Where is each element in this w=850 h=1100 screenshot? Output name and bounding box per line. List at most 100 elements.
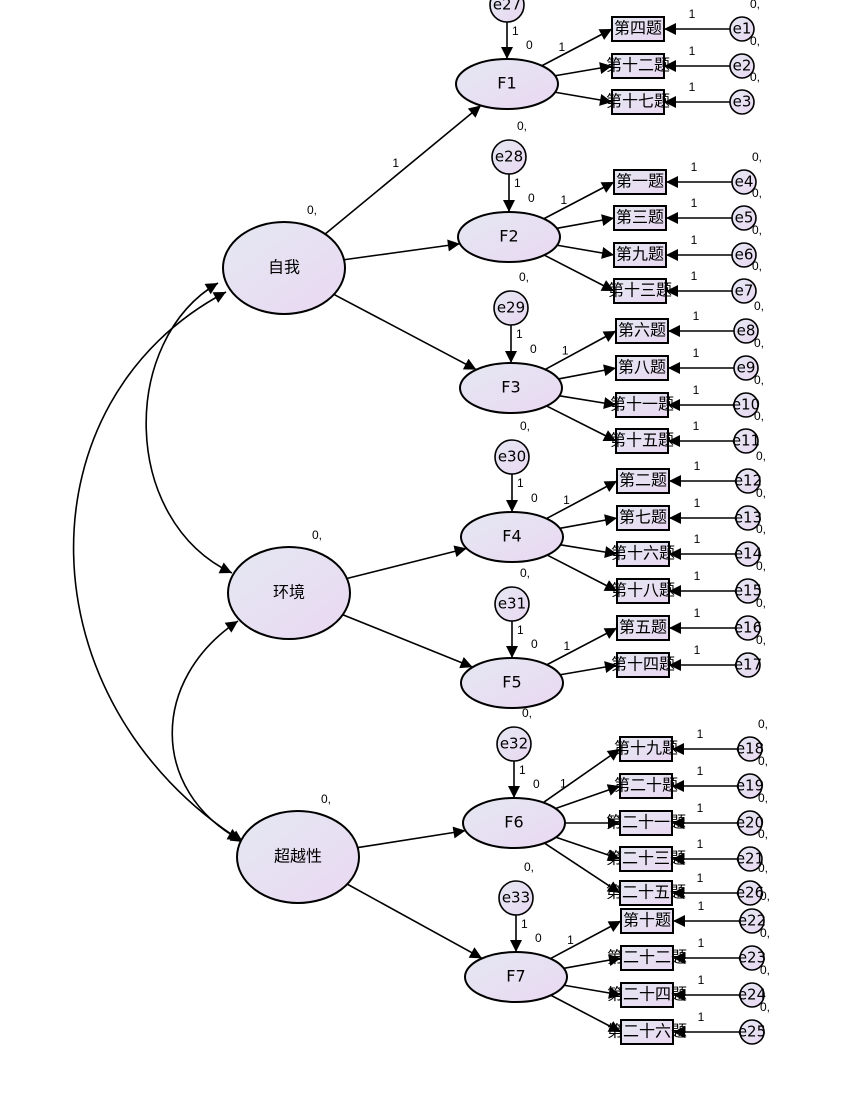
loading-path-F1-0 [541,28,613,67]
factor-label: F7 [506,967,525,986]
error-mean-label: 0, [754,299,764,313]
observed-item-label: 第十一题 [610,395,674,414]
observed-item-box [615,392,669,418]
disturbance-mean-label: 0, [517,119,527,133]
observed-item-box [611,16,665,42]
error-loading-label: 1 [697,727,704,741]
disturbance-mean-label: 0, [519,270,529,284]
error-term-e17 [735,652,761,678]
factor-F1 [455,58,559,110]
factor-F5 [460,657,564,709]
error-label: e3 [733,93,752,111]
error-term-e24 [739,982,765,1008]
error-label: e18 [736,740,764,758]
error-loading-label: 1 [698,899,705,913]
error-label: e15 [734,582,762,600]
disturbance-label: e32 [500,735,528,753]
error-mean-label: 0, [754,373,764,387]
error-mean-label: 0, [758,717,768,731]
observed-item-label: 第六题 [618,321,666,340]
error-label: e11 [732,432,760,450]
observed-item-label: 第二十五题 [606,883,686,902]
structural-path-ziwo-F2 [343,239,461,261]
item-loading-label: 1 [563,493,570,507]
error-label: e26 [736,884,764,902]
disturbance-loading-label: 1 [516,327,523,341]
error-term-e1 [729,16,755,42]
factor-label: F6 [504,813,523,832]
error-loading-label: 1 [694,496,701,510]
loading-path-F2-0 [543,181,615,220]
error-loading-label: 1 [693,346,700,360]
disturbance-mean-label: 0, [520,566,530,580]
factor-intercept-label: 0 [526,38,533,52]
error-mean-label: 0, [758,827,768,841]
observed-item-label: 第二十六题 [607,1022,687,1041]
structural-path-huanjing-F5 [342,613,473,669]
factor-intercept-label: 0 [535,931,542,945]
error-mean-label: 0, [750,34,760,48]
error-mean-label: 0, [754,409,764,423]
observed-item-label: 第四题 [614,19,662,38]
error-term-e25 [739,1019,765,1045]
loading-path-F1-1 [555,62,613,77]
covariance-ziwo-huanjing [145,282,233,574]
observed-item-box [619,880,673,906]
item-loading-label: 1 [559,40,566,54]
observed-item-box [615,428,669,454]
observed-item-box [613,242,667,268]
error-label: e23 [738,949,766,967]
error-term-e3 [729,89,755,115]
factor-F6 [462,797,566,849]
observed-item-label: 第十二题 [606,56,670,75]
latent-factor-huanjing [227,546,351,640]
factor-label: F3 [501,378,520,397]
error-loading-label: 1 [691,160,698,174]
error-loading-label: 1 [689,44,696,58]
observed-item-box [619,810,673,836]
latent-factor-label: 超越性 [274,847,322,866]
latent-factor-label: 环境 [273,583,305,602]
error-mean-label: 0, [750,70,760,84]
error-term-e16 [735,615,761,641]
observed-item-label: 第二十题 [614,776,678,795]
factor-intercept-label: 0 [530,342,537,356]
factor-label: F4 [502,527,521,546]
loading-path-F7-3 [550,994,622,1033]
disturbance-e33 [498,880,534,916]
error-label: e2 [733,57,752,75]
latent-factor-label: 自我 [268,258,300,277]
error-mean-label: 0, [756,559,766,573]
error-mean-label: 0, [756,486,766,500]
error-mean-label: 0, [756,596,766,610]
error-loading-label: 1 [691,233,698,247]
error-label: e5 [735,209,754,227]
observed-item-box [616,615,670,641]
observed-item-label: 第九题 [616,245,664,264]
disturbance-mean-label: 0, [524,860,534,874]
error-loading-label: 1 [693,419,700,433]
loading-path-F2-3 [543,254,615,292]
error-term-e9 [733,355,759,381]
observed-item-box [613,169,667,195]
error-term-e11 [733,428,759,454]
error-label: e8 [737,322,756,340]
disturbance-loading-label: 1 [517,476,524,490]
factor-intercept-label: 0 [531,637,538,651]
error-term-e10 [733,392,759,418]
error-label: e10 [732,396,760,414]
disturbance-label: e27 [493,0,521,14]
loading-path-F3-0 [544,330,617,371]
edges-layer [72,22,740,1038]
error-mean-label: 0, [760,926,770,940]
observed-item-label: 第十八题 [611,581,675,600]
observed-item-box [619,773,673,799]
factor-F3 [459,362,563,414]
factor-intercept-label: 0 [531,491,538,505]
latent-factor-ziwo [222,221,346,315]
error-loading-label: 1 [697,871,704,885]
observed-item-box [616,578,670,604]
error-loading-label: 1 [698,973,705,987]
factor-label: F1 [497,74,516,93]
loading-path-F3-1 [558,364,617,380]
